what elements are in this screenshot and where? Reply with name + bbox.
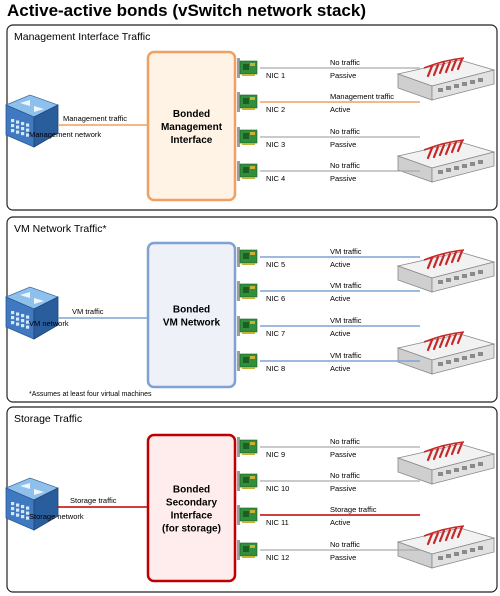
nic-label: NIC 2 <box>266 105 285 114</box>
section-heading: Storage Traffic <box>14 413 82 425</box>
nic-label: NIC 11 <box>266 518 289 527</box>
bond-label: Interface <box>171 135 213 146</box>
nic-traffic-label: Storage traffic <box>330 505 377 514</box>
nic-label: NIC 5 <box>266 260 285 269</box>
nic-traffic-label: VM traffic <box>330 247 362 256</box>
section-heading: Management Interface Traffic <box>14 31 150 43</box>
nic-icon <box>237 471 258 491</box>
nic-state-label: Passive <box>330 174 356 183</box>
nic-state-label: Active <box>330 364 350 373</box>
nic-label: NIC 6 <box>266 294 285 303</box>
nic-label: NIC 12 <box>266 553 289 562</box>
nic-label: NIC 7 <box>266 329 285 338</box>
nic-traffic-label: No traffic <box>330 540 360 549</box>
bond-label: Interface <box>171 511 213 522</box>
nic-state-label: Passive <box>330 553 356 562</box>
nic-state-label: Passive <box>330 71 356 80</box>
nic-traffic-label: No traffic <box>330 127 360 136</box>
network-cube-icon <box>4 286 60 340</box>
nic-label: NIC 3 <box>266 140 285 149</box>
nic-traffic-label: No traffic <box>330 161 360 170</box>
nic-icon <box>237 540 258 560</box>
traffic-label: VM traffic <box>72 307 104 316</box>
bond-box <box>146 241 237 389</box>
bond-label: Secondary <box>166 498 218 509</box>
nic-icon <box>237 505 258 525</box>
bond-label: VM Network <box>163 318 221 329</box>
switch-icon <box>396 57 496 101</box>
bond-label: Bonded <box>173 305 210 316</box>
nic-traffic-label: VM traffic <box>330 281 362 290</box>
switch-icon <box>396 139 496 183</box>
nic-state-label: Active <box>330 294 350 303</box>
nic-traffic-label: No traffic <box>330 471 360 480</box>
bond-label: (for storage) <box>162 524 221 535</box>
switch-icon <box>396 331 496 375</box>
nic-label: NIC 9 <box>266 450 285 459</box>
nic-icon <box>237 437 258 457</box>
bond-box <box>146 433 237 583</box>
nic-state-label: Passive <box>330 450 356 459</box>
nic-icon <box>237 316 258 336</box>
nic-traffic-label: VM traffic <box>330 351 362 360</box>
nic-icon <box>237 161 258 181</box>
bond-label: Management <box>161 122 223 133</box>
nic-state-label: Passive <box>330 484 356 493</box>
nic-label: NIC 8 <box>266 364 285 373</box>
nic-icon <box>237 247 258 267</box>
bond-label: Bonded <box>173 485 210 496</box>
bond-box <box>146 50 237 202</box>
network-label: VM network <box>29 319 69 328</box>
nic-state-label: Active <box>330 105 350 114</box>
nic-label: NIC 4 <box>266 174 285 183</box>
nic-label: NIC 10 <box>266 484 289 493</box>
section-heading: VM Network Traffic* <box>14 223 107 235</box>
nic-label: NIC 1 <box>266 71 285 80</box>
nic-state-label: Passive <box>330 140 356 149</box>
nic-state-label: Active <box>330 260 350 269</box>
nic-state-label: Active <box>330 518 350 527</box>
network-cube-icon <box>4 477 60 531</box>
section-footnote: *Assumes at least four virtual machines <box>29 391 152 398</box>
nic-icon <box>237 58 258 78</box>
traffic-label: Storage traffic <box>70 496 117 505</box>
nic-icon <box>237 351 258 371</box>
nic-traffic-label: VM traffic <box>330 316 362 325</box>
switch-icon <box>396 525 496 569</box>
network-label: Storage network <box>29 512 84 521</box>
nic-traffic-label: Management traffic <box>330 92 394 101</box>
switch-icon <box>396 249 496 293</box>
traffic-label: Management traffic <box>63 114 127 123</box>
nic-state-label: Active <box>330 329 350 338</box>
page-title: Active-active bonds (vSwitch network sta… <box>7 1 366 20</box>
bond-label: Bonded <box>173 109 210 120</box>
nic-traffic-label: No traffic <box>330 58 360 67</box>
network-label: Management network <box>29 130 101 139</box>
nic-icon <box>237 92 258 112</box>
nic-icon <box>237 127 258 147</box>
nic-icon <box>237 281 258 301</box>
nic-traffic-label: No traffic <box>330 437 360 446</box>
switch-icon <box>396 441 496 485</box>
network-cube-icon <box>4 94 60 148</box>
